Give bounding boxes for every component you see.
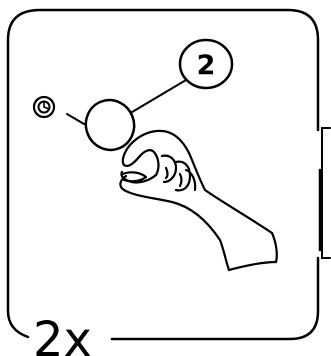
small-round-part-icon [34,97,54,117]
round-disc-part-icon [79,93,141,156]
repeat-count-label: 2x [33,312,92,356]
pinching-hand-icon [120,131,276,270]
callout-number: 2 [197,50,216,81]
step-callout: 2 [117,40,232,121]
frame-break-mark [322,128,330,258]
part-connector-line [67,114,84,124]
panel-frame [8,10,320,339]
